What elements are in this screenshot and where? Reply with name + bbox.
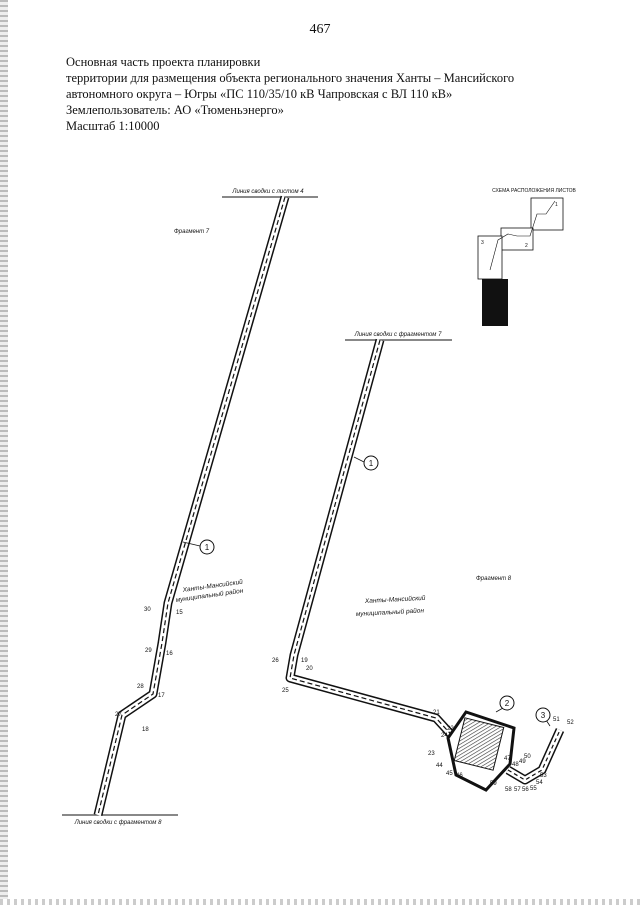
point-label: 15 xyxy=(176,610,183,616)
point-labels-left: 30 15 29 16 28 17 27 18 xyxy=(115,607,183,733)
label-fragment-7: Фрагмент 7 xyxy=(174,229,210,235)
header-line-1: Основная часть проекта планировки xyxy=(66,55,261,69)
point-label: 25 xyxy=(282,688,289,694)
header-line-3: автономного округа – Югры «ПС 110/35/10 … xyxy=(66,87,453,101)
point-label: 18 xyxy=(142,727,149,733)
svg-text:1: 1 xyxy=(369,459,374,468)
point-label: 30 xyxy=(144,607,151,613)
point-label: 24 xyxy=(441,733,448,739)
point-label: 27 xyxy=(115,712,122,718)
svg-text:2: 2 xyxy=(505,699,510,708)
label-join-sheet4: Линия сводки с листом 4 xyxy=(231,189,304,195)
circle-marker-3: 3 xyxy=(535,707,551,727)
scheme-number: 3 xyxy=(481,240,484,246)
left-corridor xyxy=(93,195,290,817)
point-label: 52 xyxy=(567,720,574,726)
label-join-fragment8: Линия сводки с фрагментом 8 xyxy=(74,820,162,826)
point-label: 45 xyxy=(446,771,453,777)
point-label: 21 xyxy=(433,710,440,716)
point-label: 17 xyxy=(158,693,165,699)
right-corridor xyxy=(285,338,462,746)
point-label: 46 xyxy=(456,773,463,779)
point-label: 49 xyxy=(519,759,526,765)
point-label: 59 xyxy=(490,781,497,787)
document-header: Основная часть проекта планировки террит… xyxy=(66,54,586,134)
point-label: 58 xyxy=(505,787,512,793)
circle-marker-1-right: 1 xyxy=(353,455,379,471)
point-label: 20 xyxy=(306,666,313,672)
point-label: 51 xyxy=(553,717,560,723)
label-join-fragment7: Линия сводки с фрагментом 7 xyxy=(354,332,442,338)
point-label: 19 xyxy=(301,658,308,664)
point-label: 53 xyxy=(540,773,547,779)
scheme-title: СХЕМА РАСПОЛОЖЕНИЯ ЛИСТОВ xyxy=(492,188,576,194)
point-labels-right: 26 19 20 25 21 22 24 23 44 45 46 59 58 5… xyxy=(272,658,574,793)
scheme-sheet-3 xyxy=(477,235,503,280)
point-label: 28 xyxy=(137,684,144,690)
point-label: 29 xyxy=(145,648,152,654)
point-label: 55 xyxy=(530,786,537,792)
point-label: 23 xyxy=(428,751,435,757)
header-line-2: территории для размещения объекта регион… xyxy=(66,71,515,85)
header-line-5: Масштаб 1:10000 xyxy=(66,119,160,133)
label-district-right-1: Ханты-Мансийский xyxy=(364,594,426,605)
point-label: 50 xyxy=(524,754,531,760)
scheme-sheet-2 xyxy=(500,227,534,251)
point-label: 47 xyxy=(504,756,511,762)
substation-site xyxy=(446,710,516,792)
branch-corridor xyxy=(505,728,565,785)
svg-text:3: 3 xyxy=(541,711,546,720)
scheme-number: 2 xyxy=(525,243,528,249)
scheme-number: 1 xyxy=(555,202,558,208)
point-label: 57 xyxy=(514,787,521,793)
point-label: 54 xyxy=(536,780,543,786)
circle-marker-1-left: 1 xyxy=(182,539,215,555)
point-label: 44 xyxy=(436,763,443,769)
point-label: 16 xyxy=(166,651,173,657)
page-number: 467 xyxy=(309,22,331,37)
scheme-current-sheet-block xyxy=(482,279,508,326)
scan-bottom-edge xyxy=(0,899,640,905)
point-label: 22 xyxy=(447,726,454,732)
header-line-4: Землепользователь: АО «Тюменьэнерго» xyxy=(66,103,284,117)
scan-edge xyxy=(0,0,8,905)
circle-marker-2: 2 xyxy=(495,695,515,713)
label-fragment-8: Фрагмент 8 xyxy=(476,576,512,582)
sheet-layout-scheme: СХЕМА РАСПОЛОЖЕНИЯ ЛИСТОВ 1 2 3 xyxy=(477,188,577,326)
point-label: 26 xyxy=(272,658,279,664)
scheme-sheet-1 xyxy=(530,197,564,231)
point-label: 48 xyxy=(512,762,519,768)
label-district-right-2: муниципальный район xyxy=(356,606,425,618)
svg-text:1: 1 xyxy=(205,543,210,552)
point-label: 56 xyxy=(522,787,529,793)
